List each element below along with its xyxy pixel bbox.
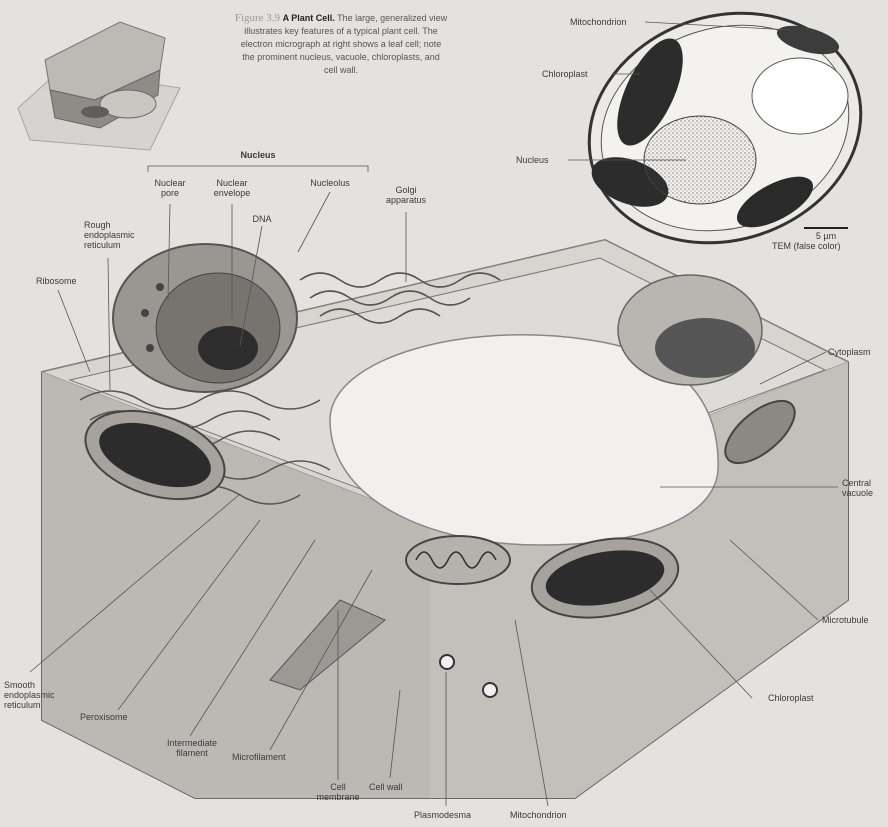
figure-number: Figure 3.9 <box>235 12 280 24</box>
label-chloroplast: Chloroplast <box>768 693 814 703</box>
cell-illustration <box>42 240 848 798</box>
label-microtubule: Microtubule <box>822 615 869 625</box>
label-nucleus: Nucleus <box>240 150 275 160</box>
label-plasmodesma: Plasmodesma <box>414 810 471 820</box>
label-dna: DNA <box>252 214 271 224</box>
caption-line-5: cell wall. <box>324 65 358 75</box>
tem-note: TEM (false color) <box>772 241 841 251</box>
thumbnail-cell-illustration <box>18 22 180 150</box>
label-cell-wall: Cell wall <box>369 782 403 792</box>
label-ribosome: Ribosome <box>36 276 77 286</box>
label-peroxisome: Peroxisome <box>80 712 128 722</box>
label-nucleolus: Nucleolus <box>310 178 350 188</box>
label-microfilament: Microfilament <box>232 752 286 762</box>
caption-line-3: electron micrograph at right shows a lea… <box>241 39 442 49</box>
figure-caption: Figure 3.9 A Plant Cell. The large, gene… <box>176 12 506 77</box>
tem-label-nucleus: Nucleus <box>516 155 549 165</box>
tem-label-mitochondrion: Mitochondrion <box>570 17 627 27</box>
figure-title: A Plant Cell. <box>283 13 335 23</box>
caption-line-2: illustrates key features of a typical pl… <box>244 26 437 36</box>
label-mitochondrion: Mitochondrion <box>510 810 567 820</box>
tem-scale-bar-label: 5 µm <box>816 231 836 241</box>
caption-line-4: the prominent nucleus, vacuole, chloropl… <box>242 52 440 62</box>
label-cytoplasm: Cytoplasm <box>828 347 871 357</box>
tem-label-chloroplast: Chloroplast <box>542 69 588 79</box>
tem-micrograph <box>559 0 888 277</box>
caption-line-1: The large, generalized view <box>337 13 447 23</box>
